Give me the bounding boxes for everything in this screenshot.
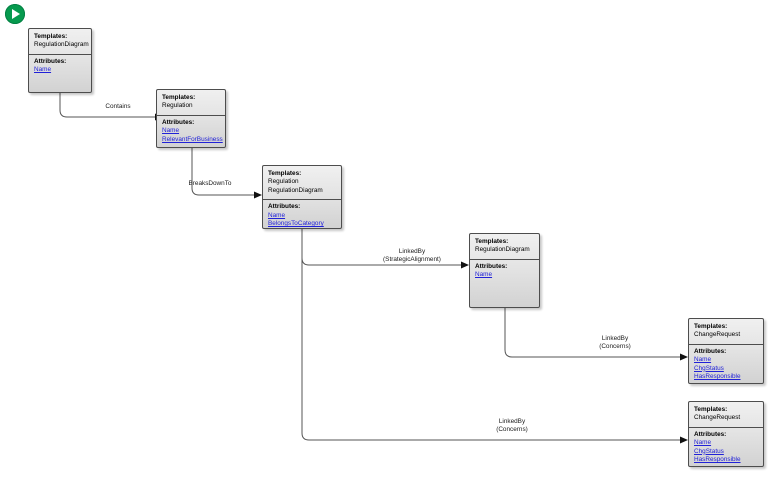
node-templates-section: Templates: ChangeRequest xyxy=(689,319,763,344)
attributes-label: Attributes: xyxy=(268,203,301,211)
attributes-label: Attributes: xyxy=(162,118,195,126)
edge-label-concerns-upper: LinkedBy (Concerns) xyxy=(565,335,665,351)
templates-label: Templates: xyxy=(268,170,302,177)
attribute-link[interactable]: Name xyxy=(268,211,286,219)
edge-label-contains: Contains xyxy=(88,103,148,111)
attribute-link[interactable]: ChgStatus xyxy=(694,447,724,455)
template-name: ChangeRequest xyxy=(694,414,741,422)
templates-label: Templates: xyxy=(694,323,728,330)
attribute-link[interactable]: Name xyxy=(34,66,52,74)
attribute-link[interactable]: Name xyxy=(694,439,712,447)
edge-breaksdownto-arrow xyxy=(254,191,262,199)
node-attributes-section: Attributes: Name RelevantForBusiness xyxy=(157,116,225,147)
attributes-label: Attributes: xyxy=(475,262,508,270)
edge-label-strategicalignment-line2: (StrategicAlignment) xyxy=(383,256,441,264)
attribute-link[interactable]: ChgStatus xyxy=(694,364,724,372)
node-regulation-regulationdiagram[interactable]: Templates: Regulation RegulationDiagram … xyxy=(262,165,342,229)
node-divider xyxy=(29,53,91,55)
node-regulation-diagram-mid[interactable]: Templates: RegulationDiagram Attributes:… xyxy=(469,233,540,308)
node-templates-section: Templates: ChangeRequest xyxy=(689,402,763,427)
template-name: ChangeRequest xyxy=(694,331,741,339)
node-templates-section: Templates: RegulationDiagram xyxy=(470,234,539,259)
edge-label-concerns-upper-line1: LinkedBy xyxy=(601,335,629,342)
attribute-link[interactable]: Name xyxy=(694,356,712,364)
node-attributes-section: Attributes: Name BelongsToCategory xyxy=(263,200,341,228)
edge-concerns-upper-arrow xyxy=(680,353,688,361)
templates-label: Templates: xyxy=(475,238,509,245)
edge-label-concerns-lower: LinkedBy (Concerns) xyxy=(462,418,562,434)
templates-label: Templates: xyxy=(694,406,728,413)
edge-label-strategicalignment: LinkedBy (StrategicAlignment) xyxy=(357,248,467,264)
attribute-link[interactable]: HasResponsible xyxy=(694,456,741,464)
edge-concerns-lower-arrow xyxy=(680,436,688,444)
attribute-link[interactable]: HasResponsible xyxy=(694,373,741,381)
template-name: RegulationDiagram xyxy=(268,186,323,194)
edge-label-concerns-lower-line2: (Concerns) xyxy=(496,426,528,434)
edge-label-concerns-upper-line2: (Concerns) xyxy=(599,343,631,351)
node-divider xyxy=(470,258,539,260)
edge-label-breaksdownto: BreaksDownTo xyxy=(170,180,250,188)
template-name: Regulation xyxy=(268,178,299,186)
templates-label: Templates: xyxy=(162,94,196,101)
attributes-label: Attributes: xyxy=(694,430,727,438)
node-divider xyxy=(689,426,763,428)
node-divider xyxy=(689,343,763,345)
edge-label-breaksdownto-line1: BreaksDownTo xyxy=(188,180,232,187)
node-attributes-section: Attributes: Name xyxy=(29,55,91,78)
attribute-link[interactable]: BelongsToCategory xyxy=(268,220,324,228)
node-change-request-lower[interactable]: Templates: ChangeRequest Attributes: Nam… xyxy=(688,401,764,467)
node-attributes-section: Attributes: Name ChgStatus HasResponsibl… xyxy=(689,428,763,466)
attribute-link[interactable]: RelevantForBusiness xyxy=(162,135,223,143)
attribute-link[interactable]: Name xyxy=(162,127,180,135)
edge-label-concerns-lower-line1: LinkedBy xyxy=(498,418,526,425)
node-divider xyxy=(157,114,225,116)
node-templates-section: Templates: Regulation xyxy=(157,90,225,115)
node-regulation[interactable]: Templates: Regulation Attributes: Name R… xyxy=(156,89,226,148)
attribute-link[interactable]: Name xyxy=(475,271,493,279)
node-templates-section: Templates: Regulation RegulationDiagram xyxy=(263,166,341,199)
node-change-request-upper[interactable]: Templates: ChangeRequest Attributes: Nam… xyxy=(688,318,764,384)
template-name: RegulationDiagram xyxy=(475,246,530,254)
node-attributes-section: Attributes: Name xyxy=(470,260,539,283)
attributes-label: Attributes: xyxy=(694,347,727,355)
template-name: Regulation xyxy=(162,102,193,110)
edge-label-contains-line1: Contains xyxy=(105,103,131,110)
play-icon[interactable] xyxy=(5,4,25,24)
node-templates-section: Templates: RegulationDiagram xyxy=(29,29,91,54)
node-attributes-section: Attributes: Name ChgStatus HasResponsibl… xyxy=(689,345,763,383)
node-regulation-diagram-root[interactable]: Templates: RegulationDiagram Attributes:… xyxy=(28,28,92,93)
templates-label: Templates: xyxy=(34,33,68,40)
template-name: RegulationDiagram xyxy=(34,41,89,49)
node-divider xyxy=(263,199,341,201)
edge-label-strategicalignment-line1: LinkedBy xyxy=(398,248,426,255)
attributes-label: Attributes: xyxy=(34,57,67,65)
